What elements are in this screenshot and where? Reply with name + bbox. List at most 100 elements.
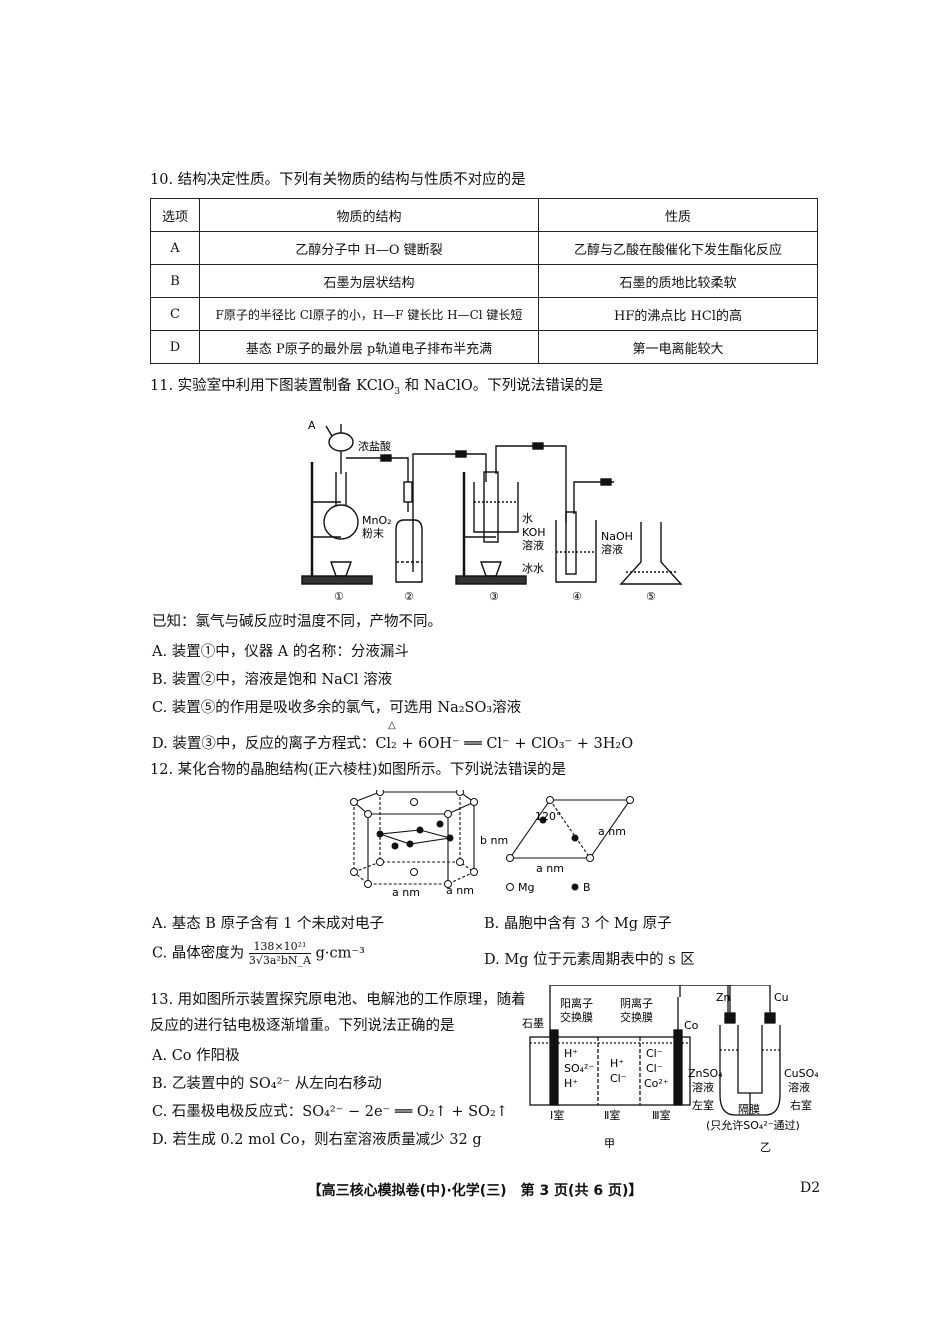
q11-stem-a: 11. 实验室中利用下图装置制备 KClO: [150, 378, 395, 394]
q13-option-c: C. 石墨极电极反应式：SO₄²⁻ − 2e⁻ ══ O₂↑ + SO₂↑: [152, 1104, 508, 1120]
label-co: Co: [684, 1019, 699, 1032]
cell: F原子的半径比 Cl原子的小，H—F 键长比 H—Cl 键长短: [199, 297, 539, 331]
q12-option-b: B. 晶胞中含有 3 个 Mg 原子: [484, 916, 672, 932]
label-zn: Zn: [716, 991, 731, 1004]
label-koh-solution: 溶液: [522, 538, 544, 552]
page-footer: 【高三核心模拟卷(中)·化学(三) 第 3 页(共 6 页)】: [307, 1183, 643, 1199]
label-num-1: ①: [334, 590, 344, 602]
cell: 石墨的质地比较柔软: [538, 264, 818, 298]
label-right-room: 右室: [790, 1098, 812, 1112]
q11-option-c: C. 装置⑤的作用是吸收多余的氯气，可选用 Na₂SO₃溶液: [152, 700, 522, 716]
q13-option-b: B. 乙装置中的 SO₄²⁻ 从左向右移动: [152, 1076, 382, 1092]
q11-stem-sub: 3: [394, 386, 401, 397]
label-a-nm-4: a nm: [536, 862, 564, 875]
label-conc-hcl: 浓盐酸: [358, 439, 391, 453]
table-row: C F原子的半径比 Cl原子的小，H—F 键长比 H—Cl 键长短 HF的沸点比…: [150, 297, 818, 331]
label-num-3: ③: [489, 590, 499, 602]
cell: 基态 P原子的最外层 p轨道电子排布半充满: [199, 330, 539, 364]
label-room-3: Ⅲ室: [652, 1108, 671, 1122]
cell: C: [150, 297, 200, 331]
label-znso4-solution: 溶液: [692, 1080, 714, 1094]
label-cation-membrane-1: 阳离子: [560, 996, 593, 1010]
label-left-room: 左室: [692, 1098, 714, 1112]
header-option: 选项: [150, 198, 200, 232]
label-a-nm-3: a nm: [598, 825, 626, 838]
q11-option-b: B. 装置②中，溶液是饱和 NaCl 溶液: [152, 672, 393, 688]
q11-option-d-condition: △: [388, 720, 396, 731]
paper-code: D2: [800, 1180, 821, 1196]
label-koh: KOH: [522, 526, 546, 539]
label-jia: 甲: [604, 1137, 615, 1150]
header-structure: 物质的结构: [199, 198, 539, 232]
label-a-nm-2: a nm: [446, 884, 474, 897]
label-b-nm: b nm: [480, 834, 508, 847]
room1-ion-3: H⁺: [564, 1077, 578, 1090]
q13-stem-2: 反应的进行钴电极逐渐增重。下列说法正确的是: [150, 1018, 455, 1034]
q10-stem: 10. 结构决定性质。下列有关物质的结构与性质不对应的是: [150, 172, 526, 188]
cell: D: [150, 330, 200, 364]
q13-option-d: D. 若生成 0.2 mol Co，则右室溶液质量减少 32 g: [152, 1132, 482, 1148]
label-membrane-note: (只允许SO₄²⁻通过): [706, 1118, 800, 1132]
label-naoh: NaOH: [601, 530, 633, 543]
legend-mg: Mg: [518, 881, 534, 894]
q11-option-d: D. 装置③中，反应的离子方程式：Cl₂ + 6OH⁻ ══ Cl⁻ + ClO…: [152, 736, 634, 752]
q11-stem: 11. 实验室中利用下图装置制备 KClO3 和 NaClO。下列说法错误的是: [150, 376, 603, 402]
q11-stem-c: 和 NaClO。下列说法错误的是: [400, 378, 604, 394]
label-cu: Cu: [774, 991, 789, 1004]
q12-option-a: A. 基态 B 原子含有 1 个未成对电子: [152, 916, 385, 932]
label-room-2: Ⅱ室: [604, 1108, 620, 1122]
q10-table: 选项 物质的结构 性质 A 乙醇分子中 H—O 键断裂 乙醇与乙酸在酸催化下发生…: [150, 198, 818, 364]
label-ice-water: 冰水: [522, 562, 544, 575]
q12-option-d: D. Mg 位于元素周期表中的 s 区: [484, 952, 695, 968]
label-cuso4: CuSO₄: [784, 1067, 819, 1080]
q11-option-a: A. 装置①中，仪器 A 的名称：分液漏斗: [152, 644, 409, 660]
q13-stem-1: 13. 用如图所示装置探究原电池、电解池的工作原理，随着: [150, 992, 526, 1008]
label-powder: 粉末: [362, 526, 384, 540]
cell: 乙醇分子中 H—O 键断裂: [199, 231, 539, 265]
label-num-4: ④: [572, 590, 582, 602]
label-cation-membrane-2: 交换膜: [560, 1010, 593, 1024]
q12-stem: 12. 某化合物的晶胞结构(正六棱柱)如图所示。下列说法错误的是: [150, 762, 566, 778]
fraction-numerator: 138×10²¹: [248, 940, 311, 954]
label-yi: 乙: [760, 1141, 771, 1154]
room3-ion-1: Cl⁻: [646, 1047, 663, 1060]
label-angle-120: 120°: [535, 810, 562, 823]
room3-ion-2: Cl⁻: [646, 1062, 663, 1075]
table-row: B 石墨为层状结构 石墨的质地比较柔软: [150, 264, 818, 298]
q13-cell-figure: 石墨 阳离子 交换膜 阴离子 交换膜 Co Zn Cu H⁺ SO₄²⁻ H⁺ …: [522, 985, 819, 1154]
cell: 石墨为层状结构: [199, 264, 539, 298]
q11-apparatus-figure: A 浓盐酸 MnO₂ 粉末 水 KOH 溶液 NaOH 溶液 冰水 ① ② ③ …: [301, 419, 683, 602]
label-mno2: MnO₂: [362, 514, 392, 527]
label-membrane: 隔膜: [738, 1103, 760, 1116]
label-anion-membrane-1: 阴离子: [620, 996, 653, 1010]
table-row: A 乙醇分子中 H—O 键断裂 乙醇与乙酸在酸催化下发生酯化反应: [150, 231, 818, 265]
label-anion-membrane-2: 交换膜: [620, 1010, 653, 1024]
room2-ion-2: Cl⁻: [610, 1072, 627, 1085]
cell: B: [150, 264, 200, 298]
label-water: 水: [522, 512, 533, 525]
header-property: 性质: [538, 198, 818, 232]
label-naoh-solution: 溶液: [601, 542, 623, 556]
label-graphite: 石墨: [522, 1017, 544, 1030]
cell: 乙醇与乙酸在酸催化下发生酯化反应: [538, 231, 818, 265]
cell: 第一电离能较大: [538, 330, 818, 364]
label-cuso4-solution: 溶液: [788, 1080, 810, 1094]
room2-ion-1: H⁺: [610, 1057, 624, 1070]
label-room-1: Ⅰ室: [550, 1108, 564, 1122]
q12-option-c-pre: C. 晶体密度为: [152, 945, 245, 962]
q12-option-c-unit: g·cm⁻³: [315, 945, 365, 962]
room1-ion-2: SO₄²⁻: [564, 1062, 594, 1075]
table-header-row: 选项 物质的结构 性质: [150, 198, 818, 232]
label-a-nm-1: a nm: [392, 886, 420, 899]
label-znso4: ZnSO₄: [688, 1067, 723, 1080]
q13-option-a: A. Co 作阳极: [152, 1048, 240, 1064]
fraction-denominator: 3√3a²bN_A: [248, 954, 311, 967]
legend-b: B: [583, 881, 591, 894]
q11-known: 已知：氯气与碱反应时温度不同，产物不同。: [152, 614, 442, 630]
label-num-2: ②: [404, 590, 414, 602]
room3-ion-3: Co²⁺: [644, 1077, 669, 1090]
table-row: D 基态 P原子的最外层 p轨道电子排布半充满 第一电离能较大: [150, 330, 818, 364]
cell: HF的沸点比 HCl的高: [538, 297, 818, 331]
